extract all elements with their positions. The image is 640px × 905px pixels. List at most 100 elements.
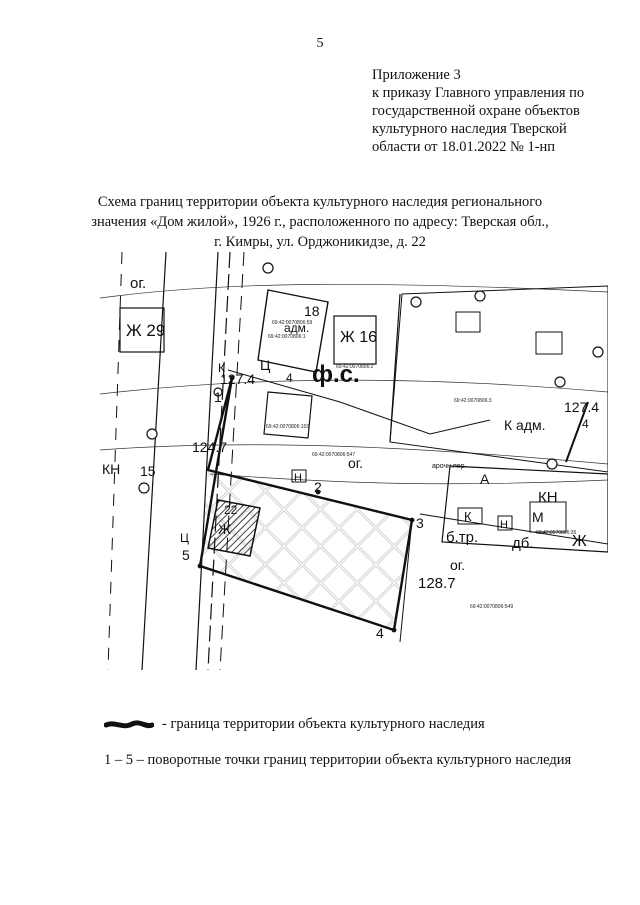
legend-boundary-text: - граница территории объекта культурного… <box>162 716 485 732</box>
boundary-line-icon <box>104 719 154 728</box>
map-label: 124.7 <box>192 439 227 455</box>
utility-symbol <box>138 482 150 494</box>
building-right-2 <box>535 331 563 355</box>
map-label: Ц <box>260 357 271 373</box>
map-label: б.тр. <box>446 529 478 546</box>
cadastral-number: 69:42:0070806:549 <box>470 604 513 610</box>
appendix-line-4: культурного наследия Тверской <box>372 121 567 137</box>
building-16 <box>333 315 377 365</box>
building-mid <box>263 391 313 439</box>
map-label: ф.с. <box>312 361 360 388</box>
turning-point-2 <box>315 489 321 495</box>
cadastral-number: 69:42:0070806:547 <box>312 452 355 458</box>
cadastral-number: 69:42:0070806:59 <box>272 320 313 326</box>
map-label: 15 <box>140 463 156 479</box>
map-label: ог. <box>450 557 465 573</box>
map-label: Ц <box>180 531 189 545</box>
map-drawing: ог. Ж 29 18 адм. Ж 16 ф.с. Ц К Ц КН 15 1… <box>100 252 608 670</box>
map-label: 127.4 <box>564 399 599 415</box>
heritage-building-22 <box>207 499 261 557</box>
garage-small <box>291 469 307 483</box>
map-label: КН <box>102 461 120 477</box>
utility-symbol <box>262 262 274 274</box>
map-label: 4 <box>582 417 589 431</box>
utility-symbol <box>592 346 604 358</box>
parcel-line <box>399 519 413 643</box>
map-label: КН <box>538 489 558 506</box>
appendix-line-2: к приказу Главного управления по <box>372 85 585 101</box>
map-label: 22 <box>224 503 238 517</box>
cadastral-number: 69:42:0070806:1 <box>268 334 306 340</box>
appendix-line-3: государственной охране объектов <box>372 103 580 119</box>
cadastral-number: 69:42:0070806:2 <box>336 364 374 370</box>
map-label: 18 <box>304 303 320 319</box>
street-edge <box>195 252 219 670</box>
cadastral-number: 69:42:0070806:3 <box>454 398 492 404</box>
utility-symbol <box>410 296 422 308</box>
map-label: К <box>464 509 472 524</box>
building-k <box>457 507 483 525</box>
cadastral-number: 69:42:0070806:159 <box>266 424 309 430</box>
map-label: ог. <box>348 455 363 471</box>
map-label: 127.4 <box>220 371 255 387</box>
turning-point-1 <box>229 375 235 381</box>
legend-points: 1 – 5 – поворотные точки границ территор… <box>104 752 571 769</box>
map-label: К <box>218 361 225 375</box>
parcel-line <box>419 513 608 545</box>
turning-point-label: 1 <box>214 389 222 405</box>
parcel-line <box>565 401 589 463</box>
cadastral-number: 69:42:0070806:35 <box>536 530 577 536</box>
map-label: Ж 29 <box>126 321 165 340</box>
turning-point-4 <box>391 627 397 633</box>
map-label: Ж <box>218 521 231 537</box>
building-right-1 <box>455 311 481 333</box>
map-label: Ж 16 <box>340 329 377 346</box>
legend-points-text: 1 – 5 – поворотные точки границ территор… <box>104 752 572 768</box>
title-line-2: значения «Дом жилой», 1926 г., расположе… <box>91 214 549 230</box>
building-29 <box>119 307 165 353</box>
contour-line <box>209 473 608 485</box>
utility-symbol <box>146 428 158 440</box>
utility-symbol <box>546 458 558 470</box>
contour-line <box>100 379 608 395</box>
document-title: Схема границ территории объекта культурн… <box>60 192 580 252</box>
contour-line <box>100 283 608 299</box>
legend-boundary: - граница территории объекта культурного… <box>104 716 485 733</box>
map-label: арочн.пер. <box>432 463 467 470</box>
title-line-1: Схема границ территории объекта культурн… <box>97 194 543 210</box>
appendix-line-5: области от 18.01.2022 № 1-нп <box>372 139 556 155</box>
appendix-line-1: Приложение 3 <box>372 67 461 83</box>
map-label: Ж <box>572 533 587 550</box>
map-label: А <box>480 471 490 487</box>
turning-point-label: 4 <box>376 625 384 641</box>
map-label: ог. <box>130 275 146 292</box>
street-edge <box>141 252 167 670</box>
map-label: дб. <box>512 535 534 552</box>
page-number: 5 <box>316 36 324 51</box>
turning-point-5 <box>197 563 203 569</box>
turning-point-label: 2 <box>314 479 322 495</box>
garage-small-right <box>497 515 513 531</box>
utility-symbol <box>554 376 566 388</box>
street-edge <box>219 252 245 670</box>
map-label: К адм. <box>504 417 546 433</box>
map-label: Н <box>294 472 302 484</box>
building-18 <box>257 289 329 373</box>
map-label: 128.7 <box>418 575 456 592</box>
heritage-boundary <box>198 377 414 632</box>
building-lower-right <box>441 465 608 553</box>
boundary-map: ог. Ж 29 18 адм. Ж 16 ф.с. Ц К Ц КН 15 1… <box>100 252 608 670</box>
parcel-line <box>389 293 401 443</box>
contour-line <box>100 444 608 465</box>
turning-point-label: 5 <box>182 547 190 563</box>
appendix-header: Приложение 3 к приказу Главного управлен… <box>372 66 602 156</box>
utility-symbol <box>213 387 223 397</box>
map-label: М <box>532 509 544 525</box>
building-m <box>529 501 567 533</box>
turning-point-label: 3 <box>416 515 424 531</box>
map-label: адм. <box>284 321 309 335</box>
parcel-line <box>227 369 491 435</box>
utility-symbol <box>474 290 486 302</box>
title-line-3: г. Кимры, ул. Орджоникидзе, д. 22 <box>214 234 426 250</box>
map-label: 4 <box>286 371 293 385</box>
